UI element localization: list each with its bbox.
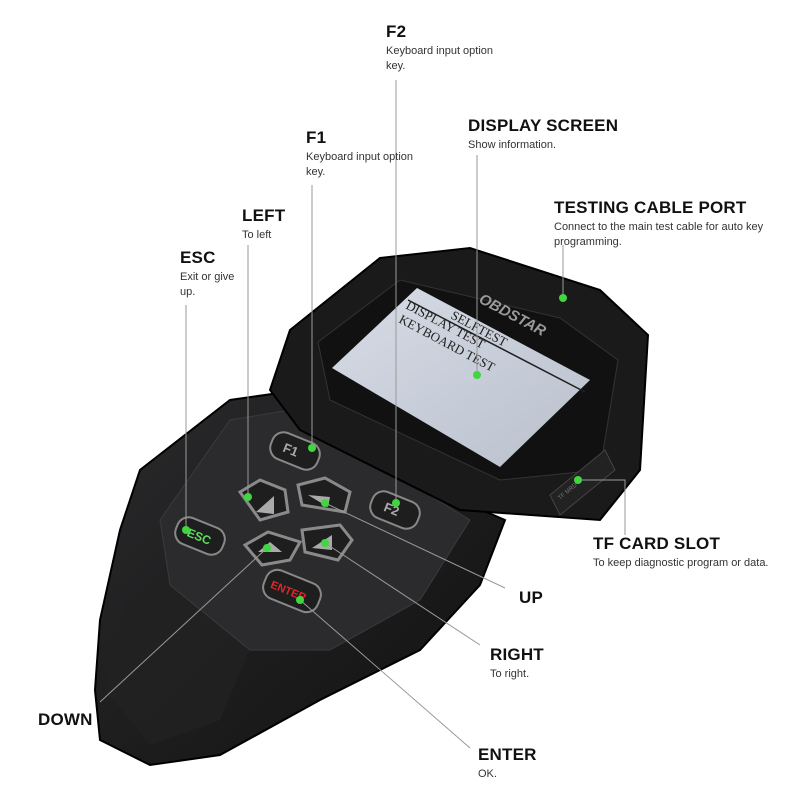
down-marker-dot bbox=[263, 544, 271, 552]
callout-desc: Show information. bbox=[468, 139, 557, 151]
callout-esc: ESC Exit or give up. bbox=[180, 248, 235, 300]
callout-title: TF CARD SLOT bbox=[593, 534, 721, 553]
callout-desc: To left bbox=[242, 229, 272, 241]
callout-title: UP bbox=[519, 588, 544, 607]
callout-desc: Connect to the main test cable for auto … bbox=[554, 221, 764, 248]
f1-button-label: F1 bbox=[281, 440, 301, 460]
callout-desc: OK. bbox=[478, 768, 497, 780]
callout-desc: To keep diagnostic program or data. bbox=[593, 557, 769, 569]
up-button[interactable] bbox=[296, 476, 352, 514]
right-marker-dot bbox=[321, 539, 329, 547]
f1-button[interactable] bbox=[267, 429, 324, 474]
callout-right: RIGHT To right. bbox=[490, 645, 580, 682]
up-marker-dot bbox=[321, 499, 329, 507]
f1-marker-dot bbox=[308, 444, 316, 452]
tf-card-slot[interactable] bbox=[549, 449, 616, 516]
enter-marker-dot bbox=[296, 596, 304, 604]
callout-display-screen: DISPLAY SCREEN Show information. bbox=[468, 116, 668, 153]
callout-tf-card-slot: TF CARD SLOT To keep diagnostic program … bbox=[593, 534, 800, 571]
cable-port-marker-dot bbox=[559, 294, 567, 302]
display-marker-dot bbox=[473, 371, 481, 379]
enter-button[interactable] bbox=[259, 566, 324, 616]
callout-f1: F1 Keyboard input option key. bbox=[306, 128, 416, 180]
callout-desc: To right. bbox=[490, 668, 530, 680]
callout-enter: ENTER OK. bbox=[478, 745, 568, 782]
callout-title: DISPLAY SCREEN bbox=[468, 116, 619, 135]
callout-title: TESTING CABLE PORT bbox=[554, 198, 747, 217]
tf-marker-dot bbox=[574, 476, 582, 484]
callout-title: RIGHT bbox=[490, 645, 544, 664]
callout-title: DOWN bbox=[38, 710, 93, 729]
left-button[interactable] bbox=[237, 478, 290, 522]
callout-title: F2 bbox=[386, 22, 407, 41]
callout-desc: Exit or give up. bbox=[180, 271, 235, 298]
leader-lines bbox=[99, 80, 626, 749]
callout-desc: Keyboard input option key. bbox=[306, 151, 414, 178]
f2-marker-dot bbox=[392, 499, 400, 507]
lcd-header-line bbox=[407, 299, 586, 393]
callout-desc: Keyboard input option key. bbox=[386, 45, 494, 72]
callout-f2: F2 Keyboard input option key. bbox=[386, 22, 496, 74]
esc-marker-dot bbox=[182, 526, 190, 534]
callout-title: F1 bbox=[306, 128, 327, 147]
left-arrow-icon bbox=[256, 496, 274, 514]
left-marker-dot bbox=[244, 493, 252, 501]
callout-left: LEFT To left bbox=[242, 206, 322, 243]
callout-title: LEFT bbox=[242, 206, 286, 225]
f2-button[interactable] bbox=[367, 488, 424, 533]
callout-testing-cable-port: TESTING CABLE PORT Connect to the main t… bbox=[554, 198, 774, 250]
callout-title: ESC bbox=[180, 248, 216, 267]
callout-down: DOWN bbox=[38, 710, 93, 730]
callout-title: ENTER bbox=[478, 745, 537, 764]
callout-up: UP bbox=[519, 588, 543, 608]
